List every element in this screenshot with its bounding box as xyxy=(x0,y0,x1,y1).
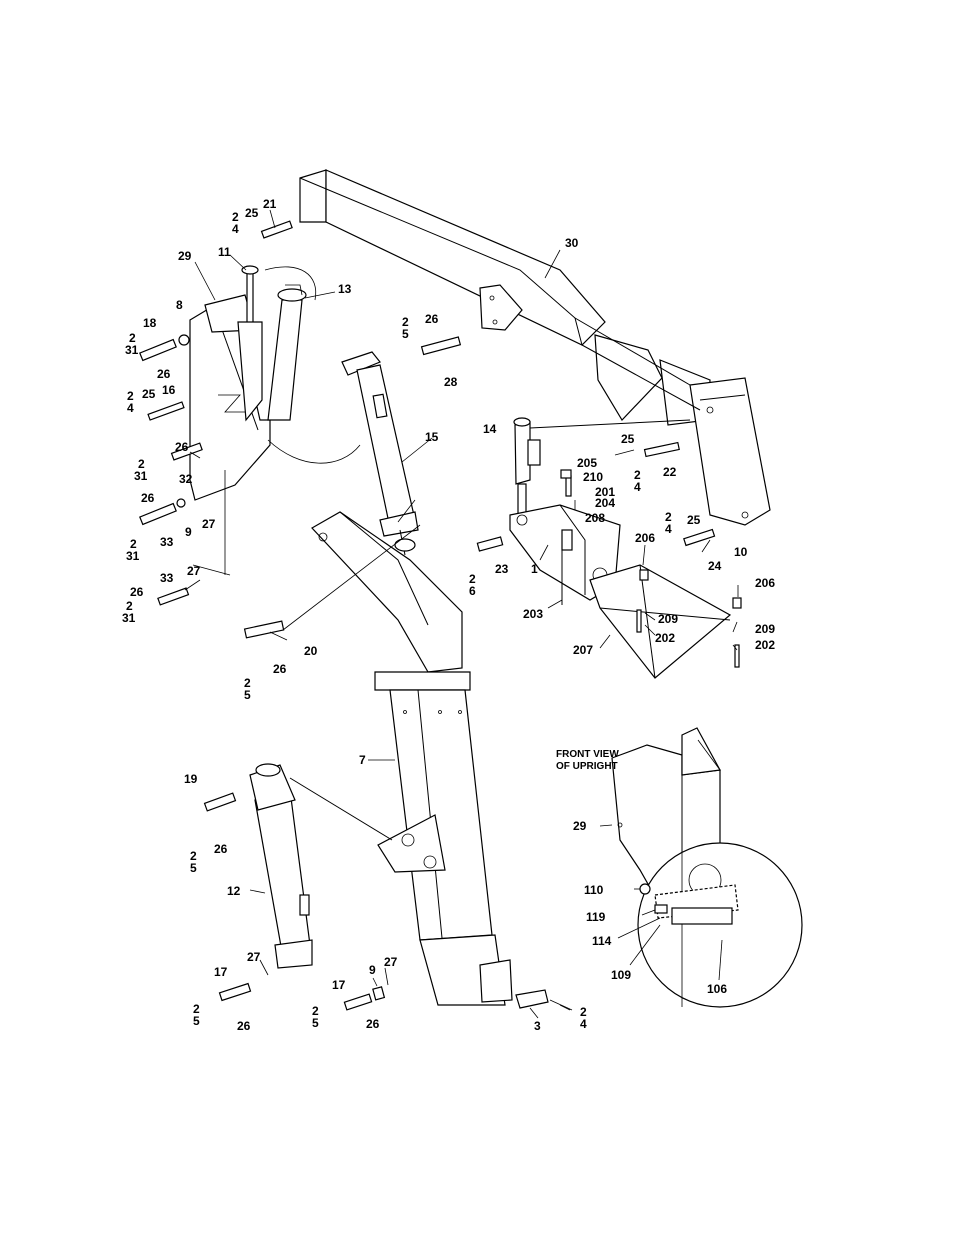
callout-3: 3 xyxy=(534,1019,541,1033)
callout-26: 26 xyxy=(273,662,287,676)
callout-27: 27 xyxy=(187,564,201,578)
callout-25: 25 xyxy=(142,387,156,401)
callout-24: 24 xyxy=(708,559,722,573)
callout-208: 208 xyxy=(585,511,605,525)
callout-4: 4 xyxy=(232,222,239,236)
upright-column xyxy=(312,512,512,1005)
callout-26: 26 xyxy=(141,491,155,505)
callout-27: 27 xyxy=(202,517,216,531)
callout-21: 21 xyxy=(263,197,277,211)
callout-26: 26 xyxy=(425,312,439,326)
callout-19: 19 xyxy=(184,772,198,786)
callout-31: 31 xyxy=(125,343,139,357)
callout-210: 210 xyxy=(583,470,603,484)
callout-106: 106 xyxy=(707,982,727,996)
callout-26: 26 xyxy=(366,1017,380,1031)
callout-110: 110 xyxy=(584,883,604,897)
callout-27: 27 xyxy=(384,955,398,969)
callout-30: 30 xyxy=(565,236,579,250)
callout-12: 12 xyxy=(227,884,241,898)
callout-204: 204 xyxy=(595,496,615,510)
callout-203: 203 xyxy=(523,607,543,621)
callout-8: 8 xyxy=(176,298,183,312)
callout-26: 26 xyxy=(214,842,228,856)
callout-26: 26 xyxy=(157,367,171,381)
callout-26: 26 xyxy=(237,1019,251,1033)
callout-4: 4 xyxy=(580,1017,587,1031)
callout-10: 10 xyxy=(734,545,748,559)
callout-5: 5 xyxy=(193,1014,200,1028)
callout-5: 5 xyxy=(244,688,251,702)
callout-26: 26 xyxy=(175,440,189,454)
callout-5: 5 xyxy=(402,327,409,341)
callout-4: 4 xyxy=(634,480,641,494)
callout-17: 17 xyxy=(332,978,346,992)
callout-18: 18 xyxy=(143,316,157,330)
callout-209: 209 xyxy=(755,622,775,636)
cylinder-12 xyxy=(250,764,392,968)
callout-7: 7 xyxy=(359,753,366,767)
front-view-caption-line1: FRONT VIEW xyxy=(556,749,619,760)
callout-206: 206 xyxy=(755,576,775,590)
callout-6: 6 xyxy=(469,584,476,598)
callout-114: 114 xyxy=(592,934,612,948)
callout-27: 27 xyxy=(247,950,261,964)
callout-119: 119 xyxy=(586,910,606,924)
callout-25: 25 xyxy=(245,206,259,220)
callout-31: 31 xyxy=(122,611,136,625)
callout-14: 14 xyxy=(483,422,497,436)
callout-22: 22 xyxy=(663,465,677,479)
callout-31: 31 xyxy=(134,469,148,483)
callout-205: 205 xyxy=(577,456,597,470)
callout-9: 9 xyxy=(185,525,192,539)
callout-4: 4 xyxy=(127,401,134,415)
callout-202: 202 xyxy=(655,631,675,645)
callout-33: 33 xyxy=(160,571,174,585)
callout-29: 29 xyxy=(573,819,587,833)
callout-28: 28 xyxy=(444,375,458,389)
callout-25: 25 xyxy=(687,513,701,527)
callout-4: 4 xyxy=(665,522,672,536)
callout-209: 209 xyxy=(658,612,678,626)
front-view-detail xyxy=(600,728,802,1007)
callout-32: 32 xyxy=(179,472,193,486)
callout-207: 207 xyxy=(573,643,593,657)
callout-206: 206 xyxy=(635,531,655,545)
callout-109: 109 xyxy=(611,968,631,982)
callout-202: 202 xyxy=(755,638,775,652)
callout-23: 23 xyxy=(495,562,509,576)
callout-15: 15 xyxy=(425,430,439,444)
callout-1: 1 xyxy=(531,562,538,576)
callout-16: 16 xyxy=(162,383,176,397)
callout-5: 5 xyxy=(312,1016,319,1030)
callout-31: 31 xyxy=(126,549,140,563)
callout-13: 13 xyxy=(338,282,352,296)
callout-20: 20 xyxy=(304,644,318,658)
callout-9: 9 xyxy=(369,963,376,977)
callout-33: 33 xyxy=(160,535,174,549)
callout-26: 26 xyxy=(130,585,144,599)
cylinder-13 xyxy=(268,285,306,420)
callout-29: 29 xyxy=(178,249,192,263)
callout-17: 17 xyxy=(214,965,228,979)
boom-assembly xyxy=(300,170,770,525)
callout-11: 11 xyxy=(218,245,231,259)
front-view-caption-line2: OF UPRIGHT xyxy=(556,761,618,772)
callout-25: 25 xyxy=(621,432,635,446)
callout-5: 5 xyxy=(190,861,197,875)
